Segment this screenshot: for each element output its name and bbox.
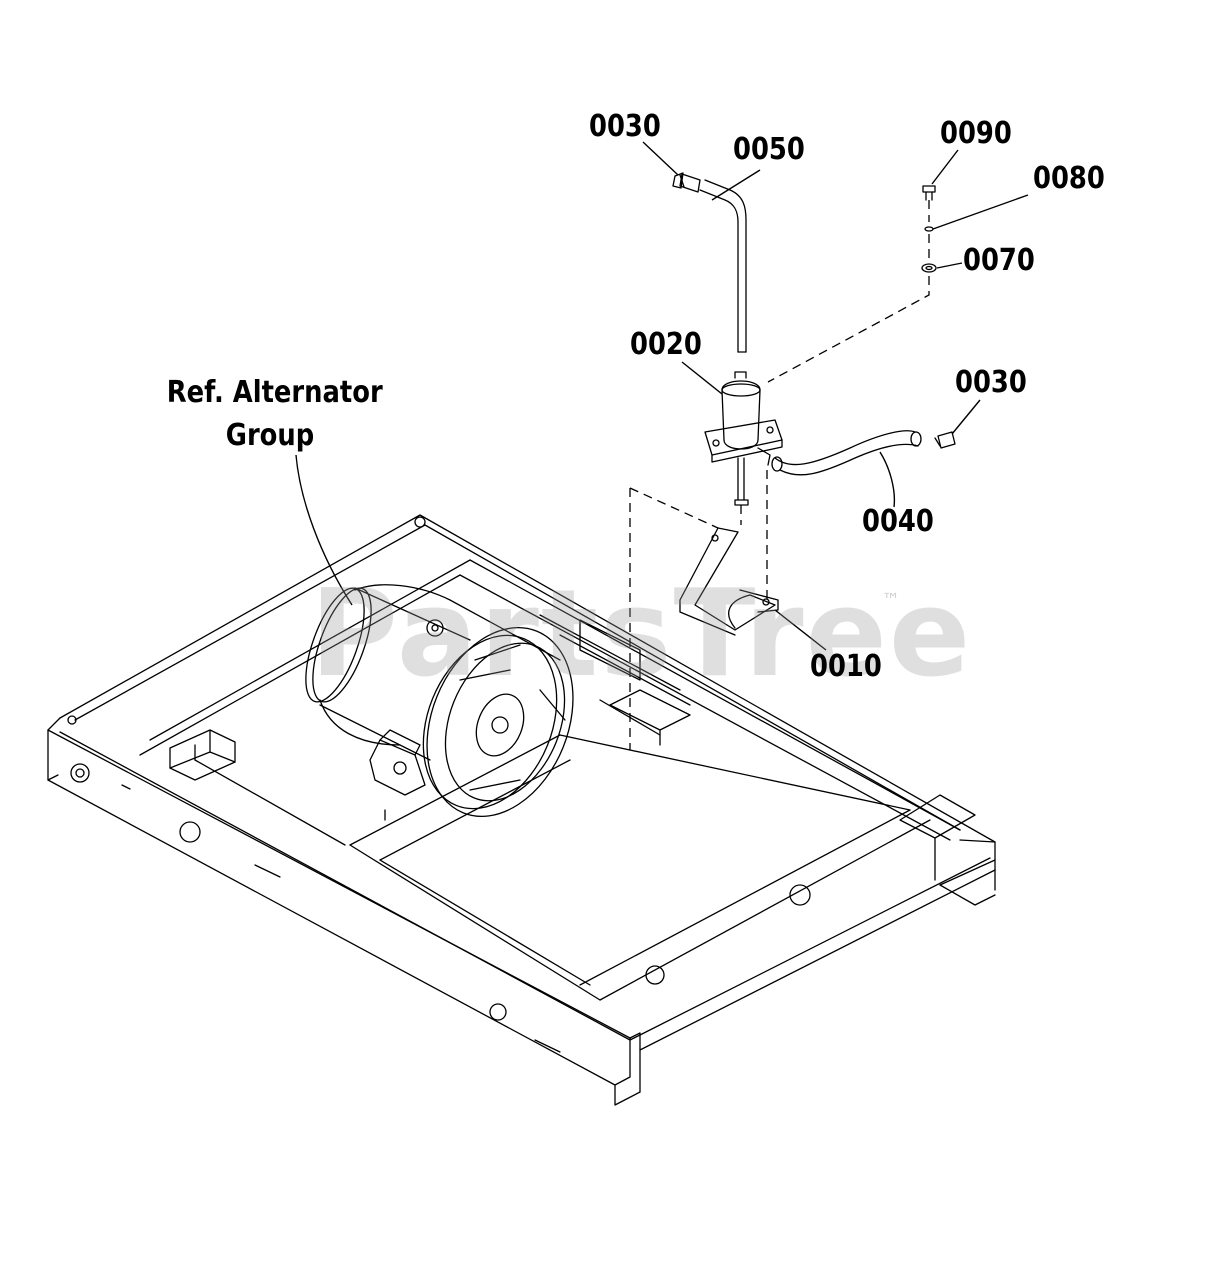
- dashed-line-hardware: [767, 200, 930, 383]
- alternator: [305, 584, 691, 821]
- hose-0050: [699, 179, 747, 353]
- leader-0080: [932, 194, 1029, 230]
- fitting-0030-right: [934, 431, 956, 449]
- hardware-stack: [921, 185, 937, 273]
- hose-0040: [771, 430, 922, 476]
- leader-0010: [774, 609, 827, 651]
- leader-0030-top: [642, 141, 679, 176]
- ref-alternator-line1: Ref. Alternator: [166, 375, 383, 410]
- ref-alternator-line2: Group: [225, 418, 315, 453]
- bracket-0010: [679, 527, 779, 636]
- leader-0070: [936, 262, 963, 269]
- callout-0010: 0010: [810, 649, 882, 684]
- callout-0030-top: 0030: [589, 109, 661, 144]
- base-frame: [47, 514, 996, 1106]
- leader-0030-right: [951, 399, 981, 435]
- callout-0020: 0020: [630, 327, 702, 362]
- leader-0090: [931, 149, 959, 185]
- leader-0040: [879, 451, 896, 508]
- callout-0090: 0090: [940, 116, 1012, 151]
- callout-0030-right: 0030: [955, 365, 1027, 400]
- leader-0020: [681, 361, 723, 395]
- assembly-0020: [704, 371, 783, 506]
- callout-0050: 0050: [733, 132, 805, 167]
- callout-0070: 0070: [963, 243, 1035, 278]
- dashed-line-bracket: [629, 487, 719, 529]
- callout-0080: 0080: [1033, 161, 1105, 196]
- leader-0050: [711, 169, 761, 201]
- leader-ref-alternator: [295, 454, 353, 606]
- callout-0040: 0040: [862, 504, 934, 539]
- watermark: PartsTree: [310, 565, 973, 704]
- fitting-0030-top: [672, 172, 701, 193]
- watermark-trademark: ™: [882, 590, 900, 611]
